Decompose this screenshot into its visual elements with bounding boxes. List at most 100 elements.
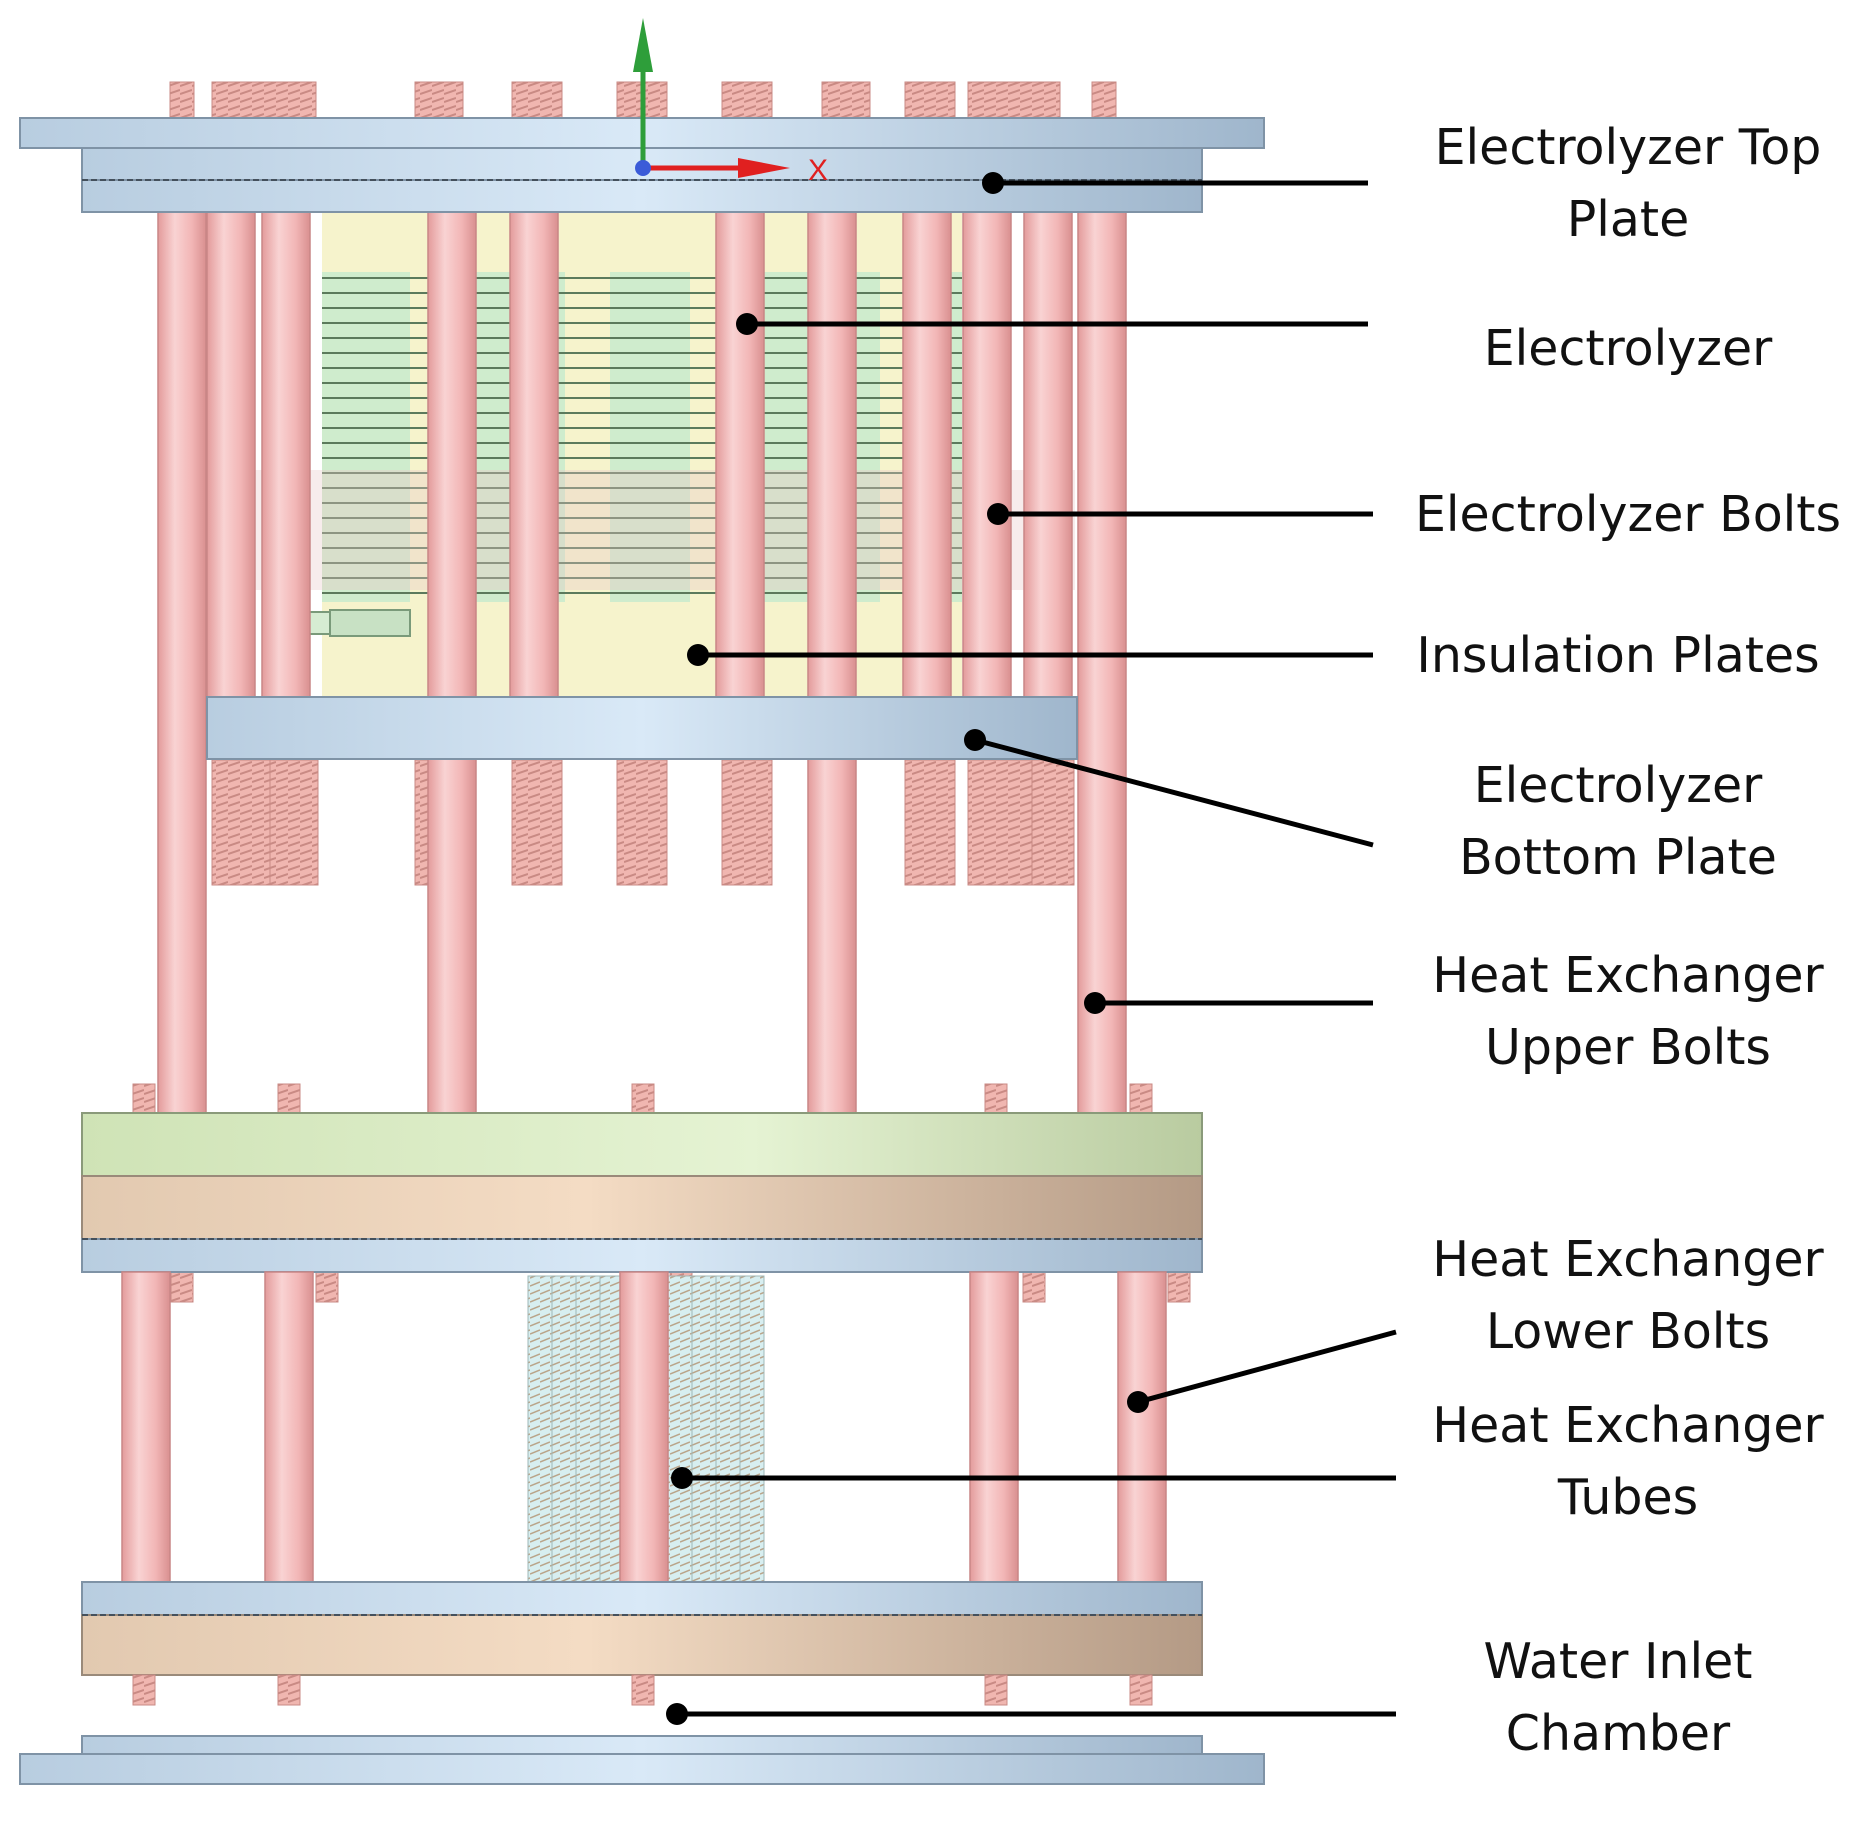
thread-stud — [269, 759, 319, 886]
top-thread-stub — [967, 81, 1061, 119]
label-line: Plate — [1566, 191, 1690, 248]
heat-exchanger-upper-plates — [81, 1112, 1203, 1273]
lower-bolt-rod — [1117, 1271, 1167, 1583]
leader-dot — [687, 644, 709, 666]
heat-exchanger-lower-bolts — [121, 1271, 1167, 1583]
x-axis-arrow — [738, 158, 790, 178]
hx-plate-stub — [277, 1083, 301, 1114]
hx-plate-stub — [132, 1083, 156, 1114]
hx-lower-tan-plate — [81, 1614, 1203, 1676]
leader-dot — [736, 313, 758, 335]
top-thread-stub — [211, 81, 317, 119]
bolt-rod — [807, 211, 857, 1114]
heat-exchanger-lower-plates — [81, 1581, 1203, 1676]
leader-dot — [987, 503, 1009, 525]
hx-plate-stub-lower — [315, 1271, 339, 1303]
bottom-stud — [277, 1674, 301, 1706]
leader-line — [974, 737, 1374, 848]
label-line: Heat Exchanger — [1432, 1397, 1824, 1454]
top-thread-stub — [821, 81, 871, 119]
lower-bolt-rod — [121, 1271, 171, 1583]
top-thread-stub — [904, 81, 956, 119]
thread-stud — [616, 759, 668, 886]
leader-dot — [964, 729, 986, 751]
thread-stud — [1031, 759, 1075, 886]
bolt-rod — [206, 211, 256, 698]
bottom-stud — [1129, 1674, 1153, 1706]
label-electrolyzer: Electrolyzer — [1378, 313, 1851, 385]
label-line: Electrolyzer — [1473, 757, 1763, 814]
bolt-rods — [157, 211, 1127, 1114]
thread-stud — [511, 759, 563, 886]
y-axis-arrow — [633, 18, 653, 72]
bottom-stud — [132, 1674, 156, 1706]
leader-dot — [1084, 992, 1106, 1014]
bolt-rod — [157, 211, 207, 1114]
bolt-rod — [902, 211, 952, 698]
top-thread-stub — [721, 81, 773, 119]
hx-plate-stub — [631, 1083, 655, 1114]
label-line: Electrolyzer Top — [1434, 119, 1822, 176]
hx-tube — [667, 1275, 693, 1583]
bottom-stud — [984, 1674, 1008, 1706]
top-thread-stub — [511, 81, 563, 119]
top-thread-stub — [169, 81, 195, 119]
bolt-rod — [962, 211, 1012, 698]
hx-plate-stub — [1129, 1083, 1153, 1114]
x-axis-label: X — [808, 154, 828, 187]
axis-triad: X — [633, 18, 828, 187]
label-line: Heat Exchanger — [1432, 1231, 1824, 1288]
hx-plate-stub — [984, 1083, 1008, 1114]
label-line: Water Inlet — [1483, 1633, 1753, 1690]
heat-exchanger-tubes — [527, 1275, 765, 1583]
top-thread-stub — [1091, 81, 1117, 119]
top-thread-stub — [414, 81, 464, 119]
hx-lower-blue-plate — [81, 1581, 1203, 1616]
bottom-stud — [631, 1674, 655, 1706]
thread-stud — [721, 759, 773, 886]
hx-tube — [527, 1275, 553, 1583]
lower-bolt-rod — [969, 1271, 1019, 1583]
hx-plate-stub-lower — [1022, 1271, 1046, 1303]
leader-dot — [671, 1467, 693, 1489]
stack-side-tab-2 — [329, 609, 411, 637]
label-line: Chamber — [1505, 1705, 1731, 1762]
label-line: Bottom Plate — [1459, 829, 1777, 886]
label-insulation-plates: Insulation Plates — [1368, 620, 1851, 692]
chamber-plate-lower — [19, 1753, 1265, 1785]
water-inlet-studs — [132, 1674, 1153, 1706]
bolt-rod — [261, 211, 311, 698]
bolt-rod — [427, 211, 477, 1114]
axis-origin — [635, 160, 651, 176]
hx-plate-stub-lower — [1167, 1271, 1191, 1303]
lower-bolt-rod — [619, 1271, 669, 1583]
hx-blue-plate — [81, 1238, 1203, 1273]
chamber-plate-upper — [81, 1735, 1203, 1755]
hx-green-plate — [81, 1112, 1203, 1177]
leader-dot — [1127, 1391, 1149, 1413]
leader-dot — [666, 1703, 688, 1725]
hx-tube — [551, 1275, 577, 1583]
bolt-rod — [1023, 211, 1073, 698]
hx-tube — [575, 1275, 601, 1583]
bolt-rod — [715, 211, 765, 698]
bolt-rod — [1077, 211, 1127, 1114]
water-inlet-chamber-plate — [19, 1735, 1265, 1785]
callout-leaders — [666, 172, 1397, 1725]
hx-plate-stub-lower — [170, 1271, 194, 1303]
leader-dot — [982, 172, 1004, 194]
label-line: Upper Bolts — [1485, 1019, 1771, 1076]
electrolyzer-thread-studs — [211, 759, 1075, 886]
bolt-rod — [509, 211, 559, 698]
hx-tan-plate — [81, 1175, 1203, 1240]
hx-tube — [715, 1275, 741, 1583]
hx-tube — [691, 1275, 717, 1583]
label-electrolyzer-bolts: Electrolyzer Bolts — [1378, 479, 1851, 551]
label-line: Tubes — [1557, 1469, 1699, 1526]
